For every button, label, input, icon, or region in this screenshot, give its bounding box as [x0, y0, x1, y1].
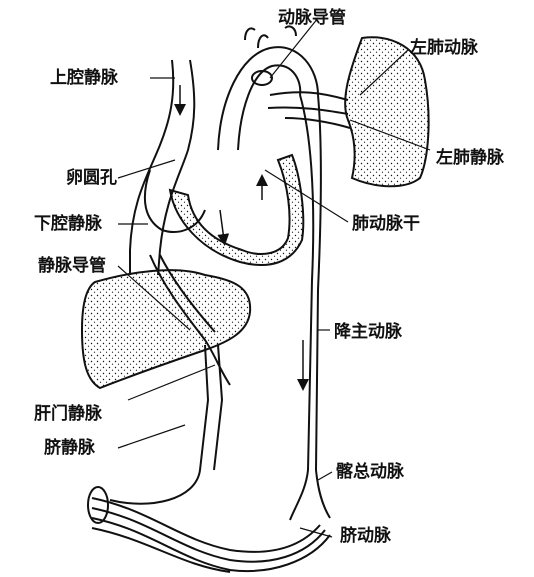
- label-descending-aorta: 降主动脉: [334, 322, 402, 342]
- label-ductus-venosus: 静脉导管: [38, 256, 106, 276]
- label-inferior-vena-cava: 下腔静脉: [34, 214, 102, 234]
- label-umbilical-vein: 脐静脉: [44, 438, 95, 458]
- label-umbilical-artery: 脐动脉: [340, 526, 391, 546]
- label-hepatic-portal-vein: 肝门静脉: [34, 404, 102, 424]
- aortic-arch: [218, 26, 318, 150]
- label-common-iliac-artery: 髂总动脉: [336, 462, 404, 482]
- cord-ring: [88, 487, 108, 523]
- vena-cava: [130, 60, 205, 275]
- pulmonary-trunk-shape: [170, 155, 303, 265]
- left-lung: [345, 37, 428, 186]
- liver: [82, 270, 250, 388]
- label-foramen-ovale: 卵圆孔: [66, 168, 117, 188]
- pulmonary-arteries: [268, 92, 350, 128]
- descending-aorta-shape: [290, 95, 330, 520]
- label-left-pulmonary-vein: 左肺静脉: [436, 148, 504, 168]
- label-superior-vena-cava: 上腔静脉: [50, 68, 118, 88]
- label-pulmonary-trunk: 肺动脉干: [352, 214, 420, 234]
- label-ductus-arteriosus: 动脉导管: [278, 8, 346, 28]
- label-left-pulmonary-artery: 左肺动脉: [410, 38, 478, 58]
